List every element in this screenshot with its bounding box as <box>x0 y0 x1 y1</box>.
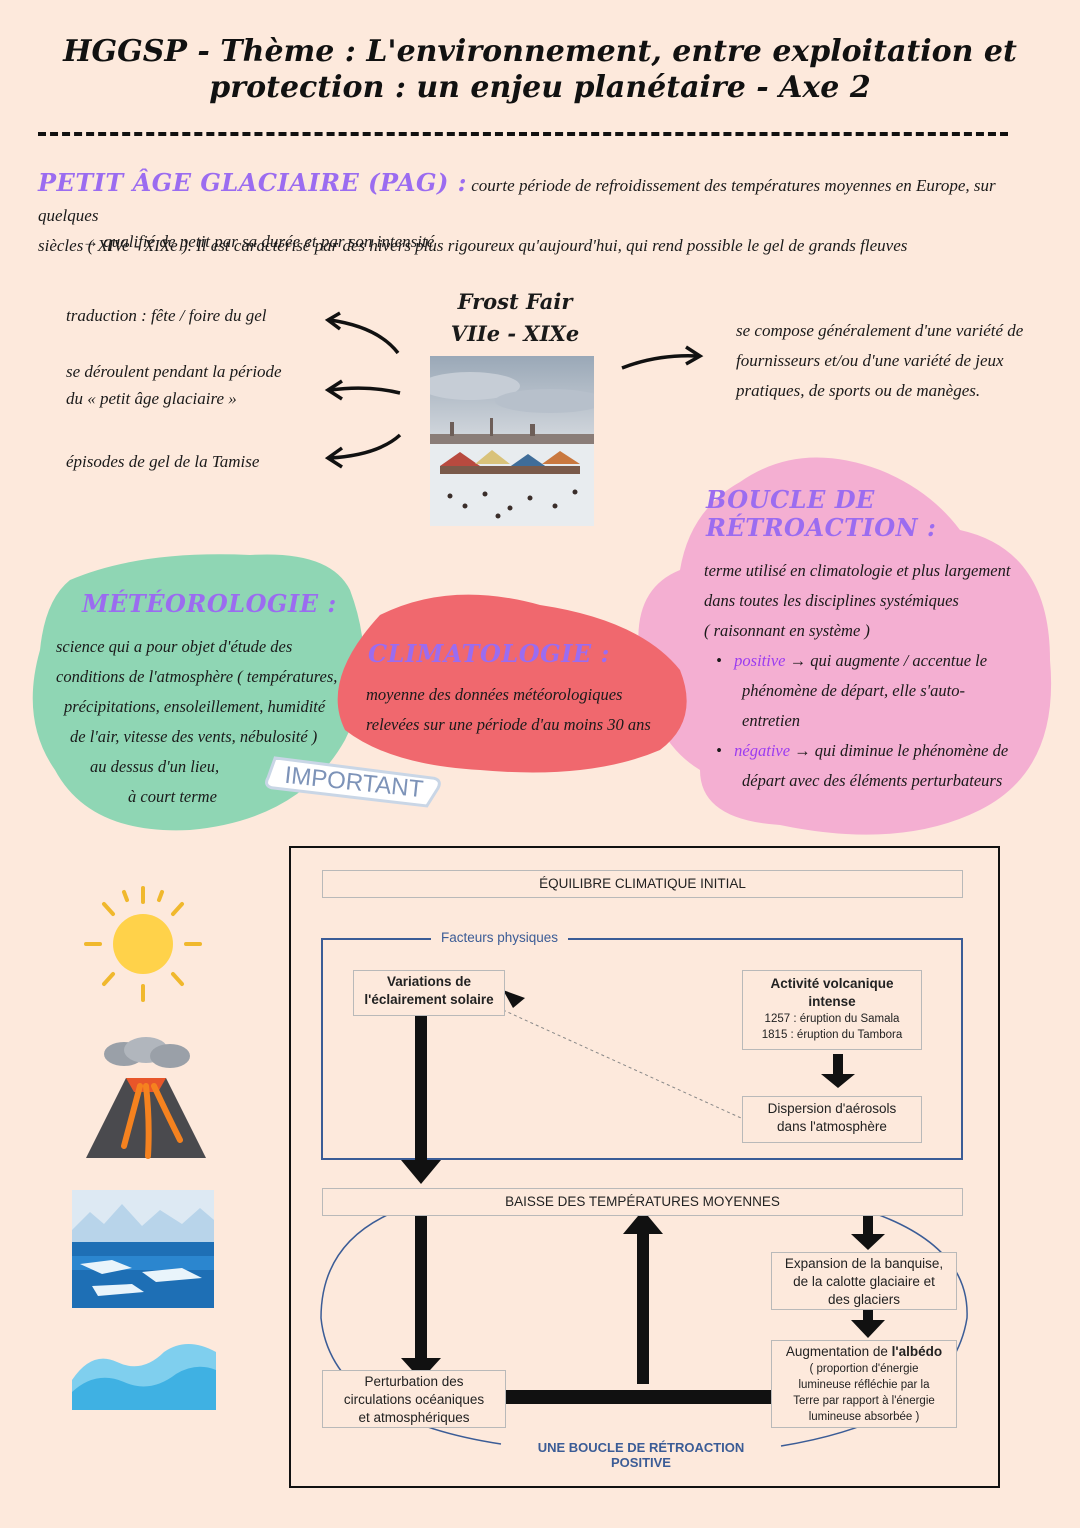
aerosol-line-1: Dispersion d'aérosols <box>767 1101 897 1116</box>
boucle-heading-2: RÉTROACTION : <box>706 513 937 542</box>
pag-definition-1: courte période de refroidissement des te… <box>38 176 996 225</box>
expansion-line-3: des glaciers <box>827 1292 901 1307</box>
meteo-line-6: à court terme <box>128 787 217 806</box>
ocean-line-1: Perturbation des <box>364 1374 464 1389</box>
right-arrow-icon: → <box>82 232 104 251</box>
positive-text-3: entretien <box>742 711 801 730</box>
frost-fair-painting <box>430 356 594 526</box>
ocean-line-3: et atmosphériques <box>358 1410 470 1425</box>
feedback-diagram: ÉQUILIBRE CLIMATIQUE INITIAL Facteurs ph… <box>289 846 1000 1488</box>
bullet-icon: • <box>716 651 735 670</box>
curved-arrow-3 <box>329 433 402 460</box>
clim-line-2: relevées sur une période d'au moins 30 a… <box>366 715 651 734</box>
iceberg-icon <box>72 1190 214 1308</box>
meteo-line-3: précipitations, ensoleillement, humidité <box>64 697 326 716</box>
volcano-eruption-2: 1815 : éruption du Tambora <box>761 1029 903 1041</box>
boucle-intro-1: terme utilisé en climatologie et plus la… <box>704 561 1011 580</box>
volcano-eruption-1: 1257 : éruption du Samala <box>764 1013 900 1025</box>
wave-icon <box>72 1344 216 1410</box>
frost-desc-3: pratiques, de sports ou de manèges. <box>736 381 981 400</box>
positive-text-2: phénomène de départ, elle s'auto- <box>742 681 966 700</box>
boucle-blob <box>638 457 1052 835</box>
albedo-prefix: Augmentation de <box>785 1344 892 1359</box>
temperature-drop-box: BAISSE DES TEMPÉRATURES MOYENNES <box>322 1188 963 1216</box>
definition-blobs <box>32 457 1052 835</box>
albedo-sub-4: lumineuse absorbée ) <box>808 1411 920 1423</box>
sun-icon <box>84 886 202 1002</box>
meteo-line-2: conditions de l'atmosphère ( température… <box>56 667 338 686</box>
solar-line-1: Variations de <box>386 974 472 989</box>
volcano-title-2: intense <box>808 994 856 1009</box>
clim-definition: moyenne des données météorologiques rele… <box>366 680 676 740</box>
boucle-definition: terme utilisé en climatologie et plus la… <box>704 556 1034 646</box>
positive-text-1: qui augmente / accentue le <box>810 651 988 670</box>
clim-blob <box>337 594 687 773</box>
frost-description: se compose généralement d'une variété de… <box>736 316 1036 406</box>
solar-variation-box: Variations de l'éclairement solaire <box>353 970 505 1016</box>
title-line-1: HGGSP - Thème : L'environnement, entre e… <box>63 34 1017 69</box>
expansion-line-2: de la calotte glaciaire et <box>793 1274 935 1289</box>
pag-note: → qualifié de petit par sa durée et par … <box>82 232 434 252</box>
meteo-line-1: science qui a pour objet d'étude des <box>56 637 293 656</box>
curved-arrow-1 <box>329 318 400 355</box>
frost-arrows <box>324 311 402 469</box>
frost-desc-1: se compose généralement d'une variété de <box>736 321 1024 340</box>
frost-period-line1: se déroulent pendant la période <box>66 362 282 381</box>
volcano-icon <box>86 1037 206 1159</box>
boucle-heading: BOUCLE DE RÉTROACTION : <box>706 486 936 542</box>
page-title: HGGSP - Thème : L'environnement, entre e… <box>40 34 1040 106</box>
physical-factors-label: Facteurs physiques <box>431 930 569 945</box>
frost-fair-period: VIIe - XIXe <box>450 321 580 346</box>
pag-note-text: qualifié de petit par sa durée et par so… <box>103 232 435 251</box>
solar-line-2: l'éclairement solaire <box>364 992 494 1007</box>
negative-label: négative <box>734 741 791 760</box>
boucle-positive: • positive → qui augmente / accentue le … <box>716 646 1036 736</box>
frost-fair-title: Frost Fair VIIe - XIXe <box>430 286 600 350</box>
positive-loop-label: UNE BOUCLE DE RÉTROACTION POSITIVE <box>506 1440 776 1470</box>
initial-equilibrium-box: ÉQUILIBRE CLIMATIQUE INITIAL <box>322 870 963 898</box>
boucle-intro-3: ( raisonnant en système ) <box>704 621 870 640</box>
pag-definition-2: siècles ( XIVe - XIXe ). Il est caractér… <box>38 236 908 255</box>
frost-fair-name: Frost Fair <box>457 289 573 314</box>
meteo-definition: science qui a pour objet d'étude des con… <box>56 632 346 812</box>
negative-text-2: départ avec des éléments perturbateurs <box>742 771 1003 790</box>
pag-intro: PETIT ÂGE GLACIAIRE (PAG) : courte pério… <box>38 168 1048 261</box>
ice-expansion-box: Expansion de la banquise, de la calotte … <box>771 1252 957 1310</box>
boucle-negative: • négative → qui diminue le phénomène de… <box>716 736 1036 796</box>
curved-arrow-2 <box>329 386 401 395</box>
meteo-line-4: de l'air, vitesse des vents, nébulosité … <box>70 727 318 746</box>
pag-heading: PETIT ÂGE GLACIAIRE (PAG) : <box>38 168 468 197</box>
albedo-sub-2: lumineuse réfléchie par la <box>798 1379 930 1391</box>
dashed-divider <box>38 132 1008 136</box>
bullet-icon: • <box>716 741 735 760</box>
volcanic-activity-box: Activité volcanique intense 1257 : érupt… <box>742 970 922 1050</box>
aerosol-line-2: dans l'atmosphère <box>777 1119 887 1134</box>
meteo-line-5: au dessus d'un lieu, <box>90 757 220 776</box>
albedo-sub-1: ( proportion d'énergie <box>809 1363 919 1375</box>
albedo-sub-3: Terre par rapport à l'énergie <box>793 1395 935 1407</box>
meteo-heading: MÉTÉOROLOGIE : <box>82 589 337 618</box>
frost-translation: traduction : fête / foire du gel <box>66 306 267 325</box>
clim-heading: CLIMATOLOGIE : <box>368 639 610 668</box>
volcano-title-1: Activité volcanique <box>770 976 894 991</box>
important-sticker: IMPORTANT <box>265 756 441 808</box>
title-line-2: protection : un enjeu planétaire - Axe 2 <box>209 70 871 105</box>
albedo-box: Augmentation de l'albédo ( proportion d'… <box>771 1340 957 1428</box>
frost-thames: épisodes de gel de la Tamise <box>66 452 260 471</box>
boucle-heading-1: BOUCLE DE <box>706 485 875 514</box>
ocean-line-2: circulations océaniques <box>343 1392 485 1407</box>
frost-period-line2: du « petit âge glaciaire » <box>66 389 237 408</box>
positive-label: positive <box>734 651 786 670</box>
expansion-line-1: Expansion de la banquise, <box>784 1256 944 1271</box>
frost-desc-2: fournisseurs et/ou d'une variété de jeux <box>736 351 1004 370</box>
negative-text-1: qui diminue le phénomène de <box>814 741 1009 760</box>
frost-right-arrow <box>621 345 704 370</box>
boucle-intro-2: dans toutes les disciplines systémiques <box>704 591 959 610</box>
clim-line-1: moyenne des données météorologiques <box>366 685 623 704</box>
albedo-word: l'albédo <box>891 1344 943 1359</box>
ocean-circulation-box: Perturbation des circulations océaniques… <box>322 1370 506 1428</box>
aerosol-box: Dispersion d'aérosols dans l'atmosphère <box>742 1096 922 1143</box>
